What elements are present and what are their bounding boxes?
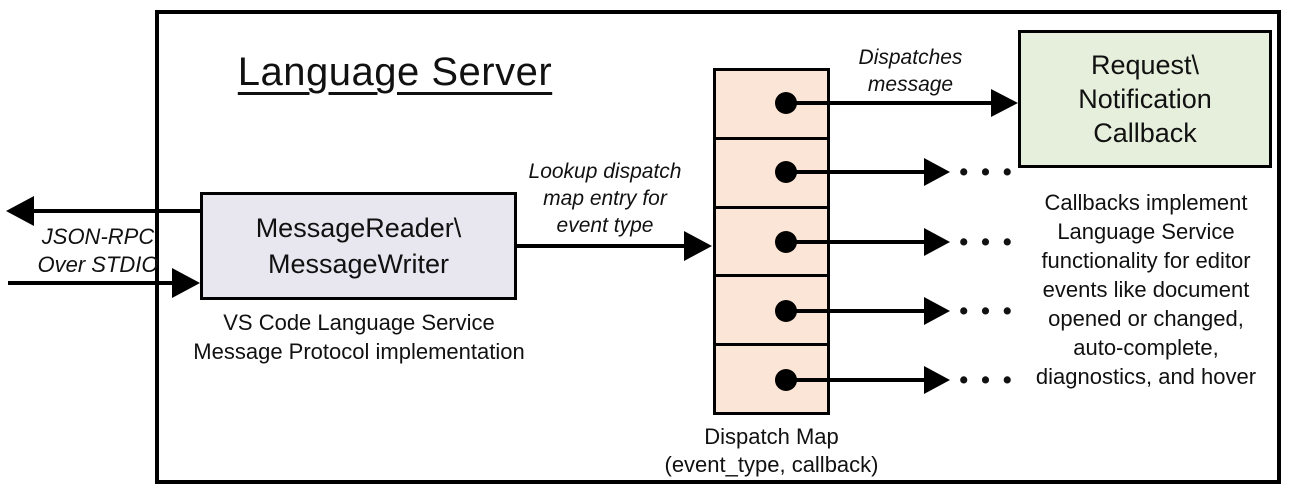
dispatches-annotation: Dispatches message: [858, 46, 963, 96]
more-callbacks-ellipsis: • • •: [959, 228, 1015, 256]
dispatch-map-box: [713, 68, 830, 415]
dispatch-map-cell: [716, 277, 827, 347]
message-reader-caption: VS Code Language Service Message Protoco…: [193, 310, 525, 364]
more-callbacks-ellipsis: • • •: [959, 158, 1015, 186]
dispatch-map-cell: [716, 140, 827, 209]
language-server-boundary: [155, 10, 1281, 484]
dispatch-map-cell: [716, 209, 827, 278]
message-reader-writer-box: MessageReader\ MessageWriter: [200, 192, 517, 300]
dispatch-map-cell: [716, 71, 827, 140]
lookup-annotation: Lookup dispatch map entry for event type: [528, 160, 682, 237]
more-callbacks-ellipsis: • • •: [959, 297, 1015, 325]
dispatch-map-cell: [716, 346, 827, 412]
callback-caption: Callbacks implement Language Service fun…: [1035, 190, 1257, 389]
dispatch-map-caption: Dispatch Map (event_type, callback): [664, 424, 879, 477]
callback-box: Request\ Notification Callback: [1018, 30, 1272, 168]
more-callbacks-ellipsis: • • •: [959, 366, 1015, 394]
diagram-title: Language Server: [237, 50, 553, 94]
stdio-annotation: JSON-RPC Over STDIO: [37, 224, 159, 277]
